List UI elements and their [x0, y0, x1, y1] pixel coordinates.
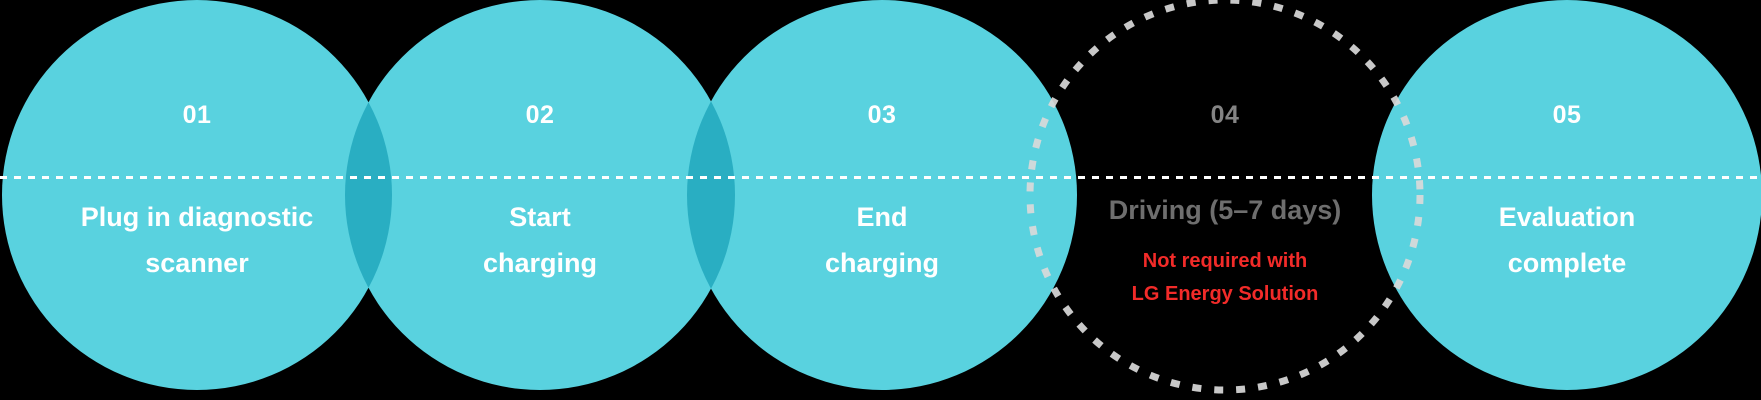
step-label-3: End charging — [824, 202, 939, 279]
step-circle-3[interactable] — [687, 0, 1077, 390]
step-number-1: 01 — [182, 101, 212, 129]
step-node-5[interactable]: 05 Evaluation complete — [1372, 0, 1761, 400]
step-label-4: Driving (5–7 days) — [1108, 195, 1342, 225]
step-number-3: 03 — [867, 101, 897, 129]
step-label-5: Evaluation complete — [1498, 202, 1636, 279]
step-label-2: Start charging — [482, 202, 597, 279]
step-node-3[interactable]: 03 End charging — [687, 0, 1077, 400]
step-circle-2[interactable] — [345, 0, 735, 390]
step-number-4: 04 — [1210, 101, 1240, 129]
step-node-4[interactable]: 04 Driving (5–7 days) Not required with … — [1030, 0, 1420, 400]
step-note-4: Not required with LG Energy Solution — [1131, 250, 1319, 305]
step-circle-4-dashed[interactable] — [1026, 0, 1424, 394]
step-circle-5[interactable] — [1372, 0, 1761, 390]
step-node-1[interactable]: 01 Plug in diagnostic scanner — [2, 0, 392, 400]
step-label-1: Plug in diagnostic scanner — [80, 202, 314, 279]
step-circle-1[interactable] — [2, 0, 392, 390]
step-number-2: 02 — [525, 101, 555, 129]
step-node-2[interactable]: 02 Start charging — [345, 0, 735, 400]
step-number-5: 05 — [1552, 101, 1582, 129]
